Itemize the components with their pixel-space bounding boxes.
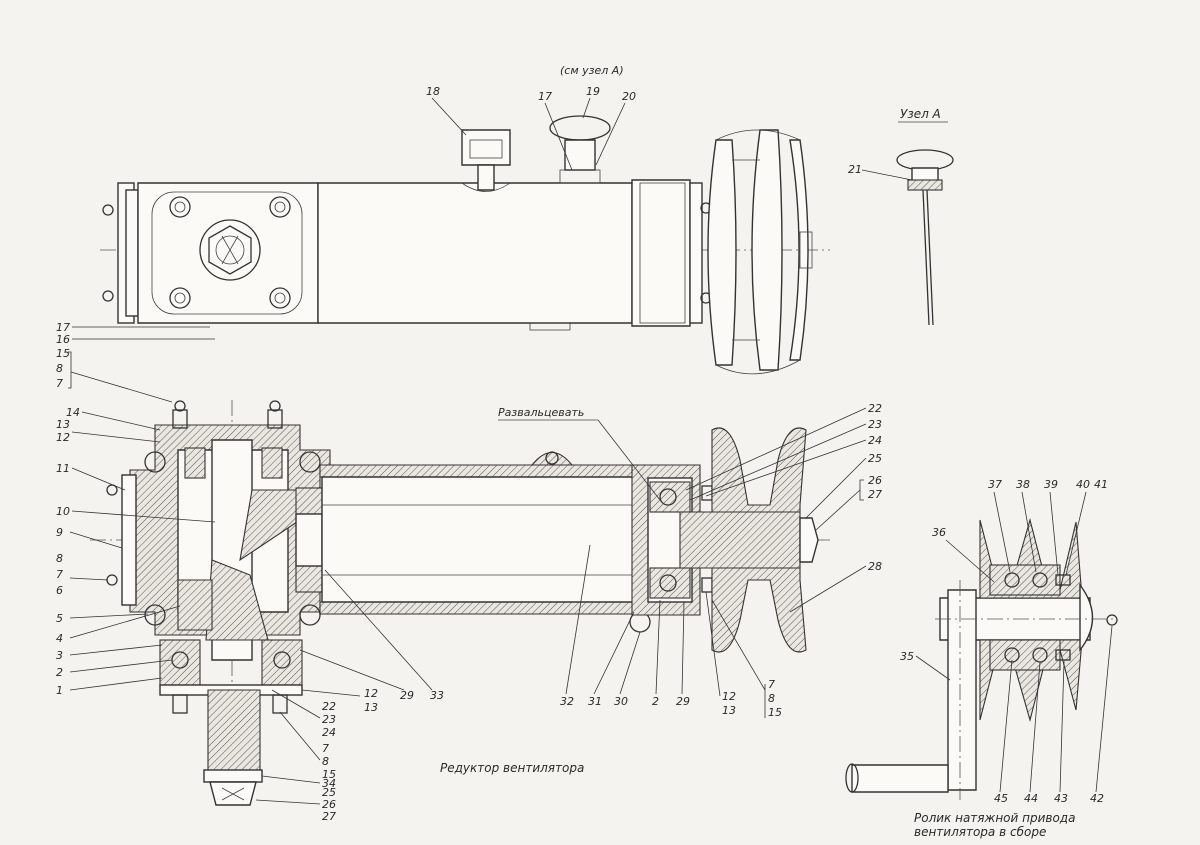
callout-32: 32	[560, 695, 574, 708]
callout-15-mid: 15	[768, 706, 782, 719]
callout-7-mid: 7	[768, 678, 775, 691]
callout-8: 8	[56, 362, 63, 375]
roller-caption-line-1: Ролик натяжной привода	[914, 811, 1075, 825]
flare-note: Развальцевать	[498, 406, 584, 419]
callout-15-bottom: 15	[322, 768, 336, 781]
callout-12: 12	[56, 431, 70, 444]
callout-2-mid: 2	[652, 695, 659, 708]
callout-7-left: 7	[56, 568, 63, 581]
callout-2: 2	[56, 666, 63, 679]
callout-22-right: 22	[868, 402, 882, 415]
callout-11: 11	[56, 462, 70, 475]
callout-8-mid: 8	[768, 692, 775, 705]
callout-35: 35	[900, 650, 914, 663]
reducer-caption: Редуктор вентилятора	[440, 761, 584, 775]
callout-8-left: 8	[56, 552, 63, 565]
section-callouts: 14 13 12 11 10 9 8 7 6 5 4 3 2 1 12 13 2…	[56, 402, 882, 823]
callout-12-bottom: 12	[364, 687, 378, 700]
roller-callouts: 37 38 39 40 41 36 35 45 44 43 42	[900, 478, 1113, 805]
callout-4: 4	[56, 632, 63, 645]
callout-29: 29	[400, 689, 414, 702]
callout-23-bottom: 23	[322, 713, 336, 726]
callout-19: 19	[586, 85, 600, 98]
top-view-callouts: (см узел А) 18 17 19 20 17 16 15 8 7	[56, 64, 636, 403]
callout-39: 39	[1044, 478, 1058, 491]
callout-10: 10	[56, 505, 70, 518]
callout-24-right: 24	[868, 434, 882, 447]
callout-26-right: 26	[868, 474, 882, 487]
callout-31: 31	[588, 695, 602, 708]
callout-16: 16	[56, 333, 70, 346]
roller-caption-line-2: вентилятора в сборе	[914, 825, 1046, 839]
section-view-reducer	[90, 400, 830, 806]
callout-17-bottom: 17	[56, 321, 70, 334]
node-a-title: Узел А	[900, 107, 941, 121]
callout-1: 1	[56, 684, 63, 697]
callout-43: 43	[1054, 792, 1068, 805]
callout-29-mid: 29	[676, 695, 690, 708]
callout-38: 38	[1016, 478, 1030, 491]
callout-8-bottom: 8	[322, 755, 329, 768]
callout-6: 6	[56, 584, 63, 597]
callout-30: 30	[614, 695, 628, 708]
callout-33: 33	[430, 689, 444, 702]
tension-roller-assembly	[845, 517, 1118, 800]
callout-5: 5	[56, 612, 63, 625]
callout-17: 17	[538, 90, 552, 103]
callout-45: 45	[994, 792, 1008, 805]
callout-25: 25	[322, 786, 336, 799]
callout-21: 21	[848, 163, 862, 176]
callout-3: 3	[56, 649, 63, 662]
callout-13: 13	[56, 418, 70, 431]
callout-28: 28	[868, 560, 882, 573]
top-view-reducer	[100, 115, 830, 375]
callout-22-bottom: 22	[322, 700, 336, 713]
callout-27-right: 27	[868, 488, 882, 501]
see-node-label: (см узел А)	[560, 64, 624, 77]
callout-20: 20	[622, 90, 636, 103]
callout-23-right: 23	[868, 418, 882, 431]
callout-14: 14	[66, 406, 80, 419]
callout-34: 34	[322, 777, 336, 790]
callout-37: 37	[988, 478, 1002, 491]
callout-7: 7	[56, 377, 63, 390]
callout-41: 41	[1094, 478, 1108, 491]
callout-27: 27	[322, 810, 336, 823]
callout-9: 9	[56, 526, 63, 539]
callout-13-mid: 13	[722, 704, 736, 717]
callout-40: 40	[1076, 478, 1090, 491]
callout-44: 44	[1024, 792, 1038, 805]
callout-15: 15	[56, 347, 70, 360]
callout-36: 36	[932, 526, 946, 539]
callout-13-bottom: 13	[364, 701, 378, 714]
callout-24-bottom: 24	[322, 726, 336, 739]
callout-12-mid: 12	[722, 690, 736, 703]
callout-26: 26	[322, 798, 336, 811]
node-a-detail: Узел А 21	[848, 107, 954, 326]
callout-25-right: 25	[868, 452, 882, 465]
callout-42: 42	[1090, 792, 1104, 805]
callout-7-bottom: 7	[322, 742, 329, 755]
callout-18: 18	[426, 85, 440, 98]
